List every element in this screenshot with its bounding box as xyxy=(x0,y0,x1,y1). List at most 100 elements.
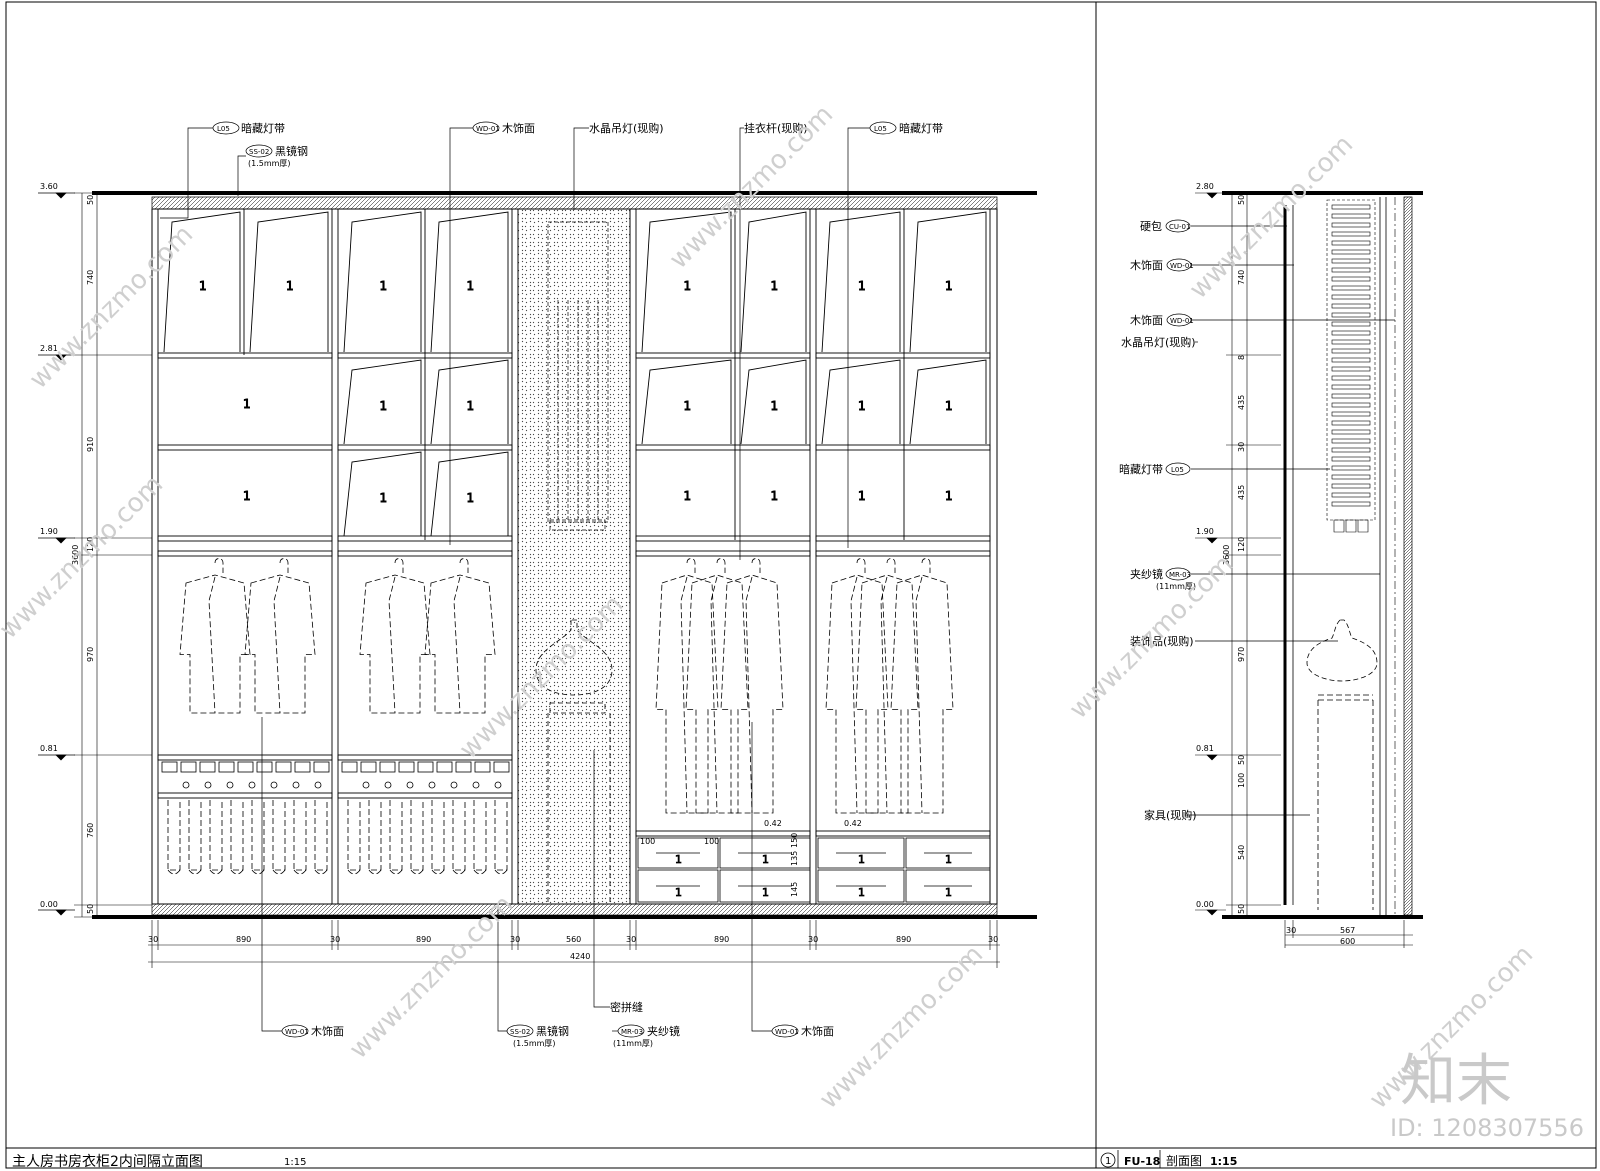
section-level: 0.00 xyxy=(1196,900,1214,909)
section-hdim: 600 xyxy=(1340,937,1355,946)
svg-text:(1.5mm厚): (1.5mm厚) xyxy=(248,159,291,168)
svg-text:WD-01: WD-01 xyxy=(285,1028,309,1036)
chandelier-tier xyxy=(1331,240,1371,246)
drawer-mark: 1 xyxy=(675,853,682,866)
tray-slot xyxy=(341,761,358,773)
svg-text:www.znzmo.com: www.znzmo.com xyxy=(814,940,989,1115)
hdim-label: 890 xyxy=(896,935,911,944)
svg-text:黑镜钢: 黑镜钢 xyxy=(275,144,308,158)
shelf-mark: 1 xyxy=(243,397,251,411)
section-vdim: 540 xyxy=(1237,845,1246,860)
hanger xyxy=(279,558,289,573)
trouser xyxy=(431,800,445,871)
drawer-dim: 145 xyxy=(790,882,799,897)
trouser xyxy=(473,800,487,871)
brand-logo: 知末 xyxy=(1400,1049,1512,1114)
svg-text:SS-02: SS-02 xyxy=(510,1028,530,1036)
chandelier-tier xyxy=(1331,294,1371,300)
shelf-board xyxy=(249,211,329,353)
shelf-mark: 1 xyxy=(684,489,692,503)
tray-slot xyxy=(237,761,254,773)
callout-ss02: SS-02 黑镜钢 (1.5mm厚) xyxy=(245,144,308,168)
garment xyxy=(424,574,496,714)
svg-text:L05: L05 xyxy=(217,125,230,133)
trouser-hem xyxy=(230,869,244,875)
trouser-hem xyxy=(389,869,403,875)
chandelier-tier xyxy=(1331,366,1371,372)
section-code: WD-01 xyxy=(1170,262,1194,270)
chandelier-tier xyxy=(1331,258,1371,264)
trouser-hem xyxy=(209,869,223,875)
tray-slot xyxy=(294,761,311,773)
watermarks: www.znzmo.com www.znzmo.com www.znzmo.co… xyxy=(0,100,1539,1115)
trouser-hem xyxy=(188,869,202,875)
section-title: 剖面图 xyxy=(1166,1154,1202,1168)
callout-wd01-top: WD-01 木饰面 xyxy=(472,121,535,135)
shelf-mark: 1 xyxy=(684,279,692,293)
chandelier-tier xyxy=(1331,303,1371,309)
tray-slot xyxy=(275,761,292,773)
section-code: CU-01 xyxy=(1169,223,1190,231)
chandelier-tier xyxy=(1331,465,1371,471)
section-level: 0.81 xyxy=(1196,744,1214,753)
hanger xyxy=(214,558,224,573)
accessory-knob xyxy=(314,781,322,789)
trouser-hem xyxy=(473,869,487,875)
tray-slot xyxy=(436,761,453,773)
trouser xyxy=(347,800,361,871)
chandelier-tier xyxy=(1331,411,1371,417)
hanger xyxy=(394,558,404,573)
callout-wd01-bottom-left: WD-01 木饰面 xyxy=(281,1024,344,1038)
chandelier-tier xyxy=(1331,474,1371,480)
drawer xyxy=(817,869,905,903)
chandelier-tier xyxy=(1331,393,1371,399)
accessory-knob xyxy=(384,781,392,789)
drawer xyxy=(905,869,991,903)
chandelier-tier xyxy=(1331,204,1371,210)
section-code: L05 xyxy=(1171,466,1184,474)
tray-slot xyxy=(218,761,235,773)
hanger xyxy=(856,558,866,573)
shelf-mark: 1 xyxy=(380,279,388,293)
chandelier-tier xyxy=(1331,429,1371,435)
chandelier-tier xyxy=(1331,249,1371,255)
garment xyxy=(855,574,919,814)
section-vdim: 435 xyxy=(1237,395,1246,410)
callout-l05-right: L05 暗藏灯带 xyxy=(869,121,943,135)
drawer-mark: 1 xyxy=(858,886,865,899)
decor-vase xyxy=(535,619,613,903)
accessory-knob xyxy=(428,781,436,789)
rod-height: 0.42 xyxy=(764,819,782,828)
chandelier-tier xyxy=(1331,438,1371,444)
trouser-hem xyxy=(431,869,445,875)
garment-lapel xyxy=(710,576,718,814)
drawer-mark: 1 xyxy=(762,886,769,899)
tray-slot xyxy=(256,761,273,773)
shelf-board xyxy=(343,451,422,537)
hdim-label: 890 xyxy=(236,935,251,944)
vdim-label: 50 xyxy=(86,195,95,205)
callout-hanging-rod: 挂衣杆(现购) xyxy=(744,121,808,135)
chandelier-base xyxy=(1333,519,1369,533)
shelf-mark: 1 xyxy=(199,279,207,293)
section-vdim: 740 xyxy=(1237,270,1246,285)
drawer xyxy=(905,837,991,869)
section-code: WD-01 xyxy=(1170,317,1194,325)
chandelier-tier xyxy=(1331,384,1371,390)
shelf-mark: 1 xyxy=(945,489,953,503)
chandelier-tier xyxy=(1331,312,1371,318)
section-code-bubbles xyxy=(1165,219,1192,581)
garment-lapel xyxy=(273,576,281,714)
tray-slot xyxy=(398,761,415,773)
chandelier-tier xyxy=(1331,231,1371,237)
shelf-mark: 1 xyxy=(771,279,779,293)
section-vdim: 50 xyxy=(1237,195,1246,205)
trouser-hem xyxy=(368,869,382,875)
svg-text:SS-02: SS-02 xyxy=(249,148,269,156)
callout-wd01-bottom-right: WD-01 木饰面 xyxy=(771,1024,834,1038)
accessory-knob xyxy=(226,781,234,789)
svg-text:木饰面: 木饰面 xyxy=(801,1024,834,1038)
shelf-board xyxy=(740,359,807,445)
hanger xyxy=(716,558,726,573)
